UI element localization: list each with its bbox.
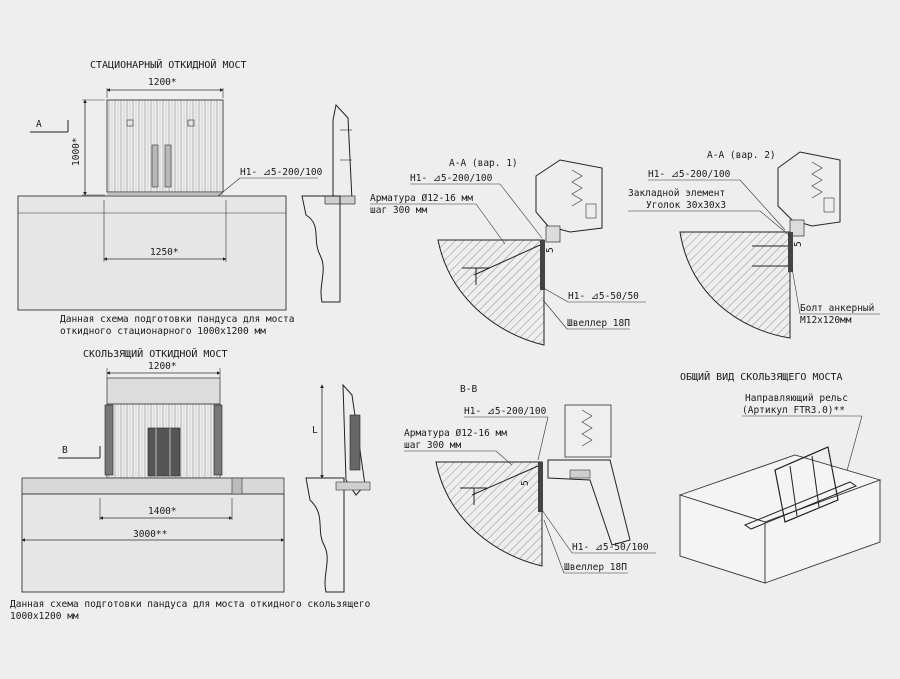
section-aa1-weld-top: H1- ⊿5-200/100 <box>410 173 493 184</box>
section-bb-title: B-B <box>460 384 477 395</box>
sliding-note-line2: 1000х1200 мм <box>10 611 79 622</box>
stationary-dim-height: 1000* <box>71 137 82 166</box>
sliding-dim-length: L <box>312 425 318 436</box>
sliding-dim-width-top: 1200* <box>148 361 177 372</box>
stationary-bridge-drawing: СТАЦИОНАРНЫЙ ОТКИДНОЙ МОСТ 1200* 1000* A… <box>17 58 356 337</box>
general-view-rail-line2: (Артикул FTR3.0)** <box>742 405 845 416</box>
stationary-title: СТАЦИОНАРНЫЙ ОТКИДНОЙ МОСТ <box>90 58 247 71</box>
stationary-note-line1: Данная схема подготовки пандуса для мост… <box>60 314 295 325</box>
section-aa1-rebar-line1: Арматура Ø12-16 мм <box>370 193 473 204</box>
section-bb-rebar-line1: Арматура Ø12-16 мм <box>404 428 507 439</box>
section-mark-a-top: A <box>36 119 42 130</box>
section-aa2-weld: H1- ⊿5-200/100 <box>648 169 731 180</box>
section-aa2-dim: 5 <box>793 241 804 247</box>
section-bb-dim: 5 <box>520 480 531 486</box>
section-aa2-embed-line1: Закладной элемент <box>628 188 725 199</box>
stationary-dim-width-bottom: 1250* <box>150 247 179 258</box>
section-bb-weld-top: H1- ⊿5-200/100 <box>464 406 547 417</box>
section-aa2-title: A-A (вар. 2) <box>707 150 776 161</box>
section-aa2-embed-line2: Уголок 30х30х3 <box>646 200 726 211</box>
sliding-title: СКОЛЬЗЯЩИЙ ОТКИДНОЙ МОСТ <box>83 347 228 360</box>
section-mark-b-top: B <box>62 445 68 456</box>
section-aa1-weld-bottom: H1- ⊿5-50/50 <box>568 291 639 302</box>
stationary-dim-width-top: 1200* <box>148 77 177 88</box>
stationary-note-line2: откидного стационарного 1000х1200 мм <box>60 326 266 337</box>
sliding-dim-width-mid: 1400* <box>148 506 177 517</box>
sliding-dim-width-bottom: 3000** <box>133 529 167 540</box>
section-aa2-bolt-line1: Болт анкерный <box>800 303 874 314</box>
section-aa1-dim: 5 <box>545 247 556 253</box>
section-bb: B-B H1- ⊿5-200/100 Арматура Ø12-16 мм ша… <box>404 384 656 574</box>
section-aa1-rebar-line2: шаг 300 мм <box>370 205 427 216</box>
general-view-rail-line1: Направляющий рельс <box>745 393 848 404</box>
section-bb-weld-bottom: H1- ⊿5-50/100 <box>572 542 649 553</box>
sliding-note-line1: Данная схема подготовки пандуса для мост… <box>10 599 371 610</box>
sliding-bridge-drawing: СКОЛЬЗЯЩИЙ ОТКИДНОЙ МОСТ 1200* B B 1400* <box>10 347 371 622</box>
section-aa1-title: A-A (вар. 1) <box>449 158 518 169</box>
section-bb-rebar-line2: шаг 300 мм <box>404 440 461 451</box>
general-view-title: ОБЩИЙ ВИД СКОЛЬЗЯЩЕГО МОСТА <box>680 370 843 383</box>
section-aa1-channel: Швеллер 18П <box>567 318 630 329</box>
general-view-sliding-bridge: ОБЩИЙ ВИД СКОЛЬЗЯЩЕГО МОСТА Направляющий… <box>678 370 882 584</box>
section-bb-channel: Швеллер 18П <box>564 562 627 573</box>
stationary-weld-label: H1- ⊿5-200/100 <box>240 167 323 178</box>
section-aa-var1: A-A (вар. 1) H1- ⊿5-200/100 Арматура Ø12… <box>370 158 646 346</box>
section-aa2-bolt-line2: M12х120мм <box>800 315 852 326</box>
section-aa-var2: A-A (вар. 2) H1- ⊿5-200/100 Закладной эл… <box>628 150 880 339</box>
